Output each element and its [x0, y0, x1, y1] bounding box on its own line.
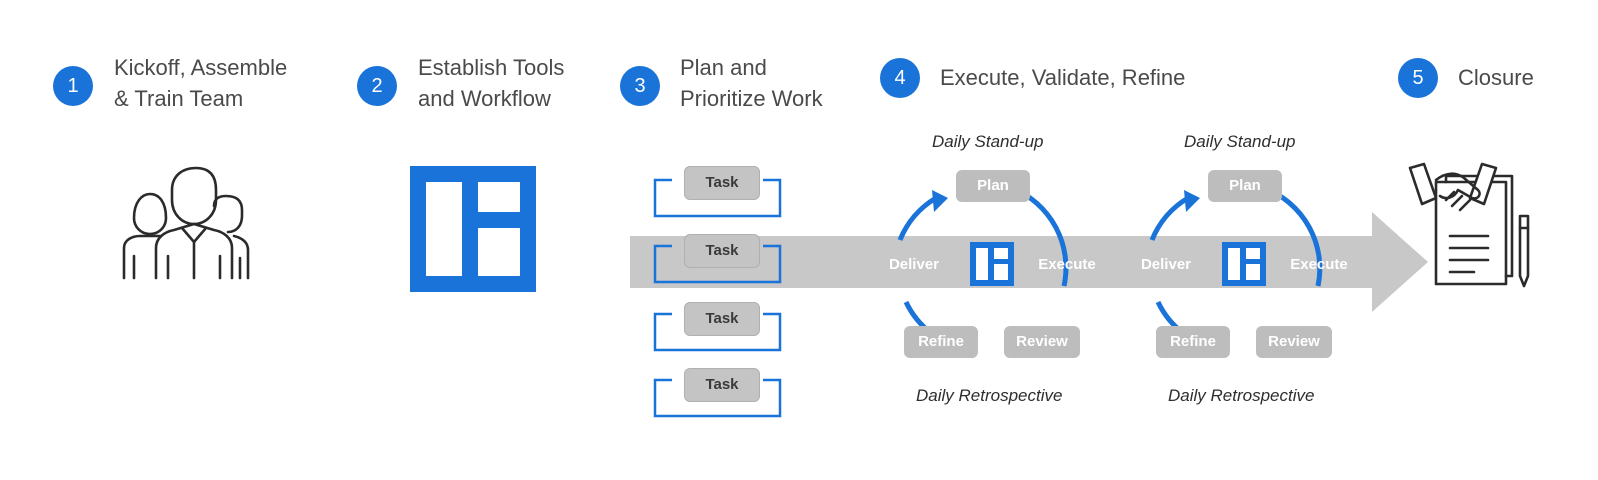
step-4-title: Execute, Validate, Refine: [940, 65, 1186, 90]
task-brackets: [653, 178, 782, 418]
cycle-2-standup-caption: Daily Stand-up: [1184, 132, 1296, 151]
task-pill: Task: [684, 234, 760, 268]
cycle-2-plan: Plan: [1208, 170, 1282, 202]
task-pill: Task: [684, 368, 760, 402]
step-4-badge: 4: [880, 58, 920, 98]
step-3-badge: 3: [620, 66, 660, 106]
step-2-badge: 2: [357, 66, 397, 106]
cycle-2-review: Review: [1256, 326, 1332, 358]
cycle-1-board-icon: [970, 242, 1014, 286]
process-arrow: [630, 212, 1428, 312]
board-icon: [410, 166, 536, 292]
team-icon: [122, 166, 250, 280]
task-pill: Task: [684, 302, 760, 336]
cycle-1-refine: Refine: [904, 326, 978, 358]
cycle-1-execute: Execute: [1038, 256, 1096, 273]
task-pill: Task: [684, 166, 760, 200]
step-5-title: Closure: [1458, 65, 1534, 90]
cycle-2-board-icon: [1222, 242, 1266, 286]
step-1-badge: 1: [53, 66, 93, 106]
cycle-2-refine: Refine: [1156, 326, 1230, 358]
cycle-1-arrowhead: [932, 190, 948, 212]
cycle-1-review: Review: [1004, 326, 1080, 358]
step-5-badge: 5: [1398, 58, 1438, 98]
cycle-1-deliver: Deliver: [888, 256, 940, 273]
cycle-1-standup-caption: Daily Stand-up: [932, 132, 1044, 151]
cycle-2-execute: Execute: [1290, 256, 1348, 273]
step-3-title: Plan and Prioritize Work: [680, 55, 823, 111]
cycle-2-retro-caption: Daily Retrospective: [1168, 386, 1315, 405]
cycle-2-deliver: Deliver: [1140, 256, 1192, 273]
cycle-1-plan: Plan: [956, 170, 1030, 202]
handshake-contract-icon: [1408, 162, 1530, 288]
step-2-title: Establish Tools and Workflow: [418, 55, 565, 111]
cycle-1-retro-caption: Daily Retrospective: [916, 386, 1063, 405]
cycle-2-arrowhead: [1184, 190, 1200, 212]
step-1-title: Kickoff, Assemble & Train Team: [114, 55, 288, 111]
